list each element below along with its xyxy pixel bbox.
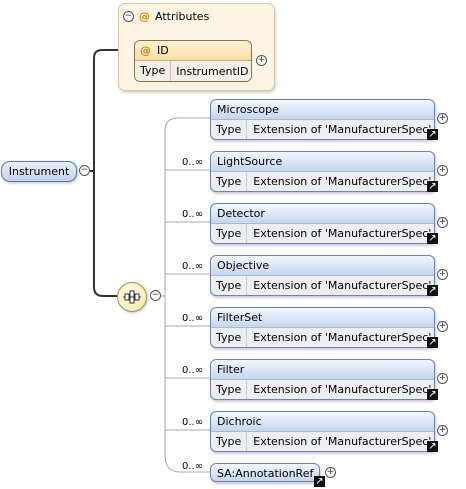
element-type-value: Extension of 'ManufacturerSpec' <box>253 331 432 344</box>
element-name: FilterSet <box>211 308 434 328</box>
plus-circle-icon[interactable]: + <box>437 113 448 124</box>
element-type-key: Type <box>211 172 248 191</box>
element-lightsource[interactable]: LightSource Type Extension of 'Manufactur… <box>210 151 435 192</box>
attributes-header: − @ Attributes <box>123 9 209 23</box>
attribute-name: ID <box>157 44 169 57</box>
plus-circle-icon[interactable]: + <box>437 269 448 280</box>
attributes-label: Attributes <box>155 9 210 23</box>
element-name: Filter <box>211 360 434 380</box>
element-type-value: Extension of 'ManufacturerSpec' <box>253 383 432 396</box>
element-name: Objective <box>211 256 434 276</box>
reference-arrow-icon[interactable]: ↗ <box>427 233 438 244</box>
minus-circle-icon[interactable]: − <box>150 290 161 301</box>
element-type-key: Type <box>211 432 248 451</box>
element-type-value: Extension of 'ManufacturerSpec' <box>253 175 432 188</box>
reference-arrow-icon[interactable]: ↗ <box>427 129 438 140</box>
element-filterset[interactable]: FilterSet Type Extension of 'Manufacturer… <box>210 307 435 348</box>
element-type-value: Extension of 'ManufacturerSpec' <box>253 123 432 136</box>
plus-circle-icon[interactable]: + <box>256 55 267 66</box>
cardinality-label: 0..∞ <box>182 417 204 428</box>
reference-arrow-icon[interactable]: ↗ <box>427 389 438 400</box>
cardinality-label: 0..∞ <box>182 313 204 324</box>
reference-arrow-icon[interactable]: ↗ <box>427 337 438 348</box>
element-type-value: Extension of 'ManufacturerSpec' <box>253 435 432 448</box>
element-name: Dichroic <box>211 412 434 432</box>
minus-circle-icon[interactable]: − <box>123 10 134 22</box>
plus-circle-icon[interactable]: + <box>437 373 448 384</box>
element-type-key: Type <box>211 224 248 243</box>
element-type-value: Extension of 'ManufacturerSpec' <box>253 227 432 240</box>
element-filter[interactable]: Filter Type Extension of 'ManufacturerSpe… <box>210 359 435 400</box>
element-name: Microscope <box>211 100 434 120</box>
element-type-value: Extension of 'ManufacturerSpec' <box>253 279 432 292</box>
element-name: LightSource <box>211 152 434 172</box>
cardinality-label: 0..∞ <box>182 209 204 220</box>
cardinality-label: 0..∞ <box>182 261 204 272</box>
attribute-type-value: InstrumentID <box>176 64 249 78</box>
attributes-group: − @ Attributes @ ID Type InstrumentID + <box>118 3 275 91</box>
reference-arrow-icon[interactable]: ↗ <box>427 285 438 296</box>
attribute-at-icon: @ <box>140 44 151 57</box>
minus-circle-icon[interactable]: − <box>79 165 90 176</box>
plus-circle-icon[interactable]: + <box>437 165 448 176</box>
root-element-instrument[interactable]: Instrument <box>1 161 77 182</box>
element-type-key: Type <box>211 120 248 139</box>
plus-circle-icon[interactable]: + <box>437 321 448 332</box>
sequence-icon <box>123 290 141 304</box>
element-objective[interactable]: Objective Type Extension of 'Manufacturer… <box>210 255 435 296</box>
element-name: Detector <box>211 204 434 224</box>
sequence-compositor[interactable] <box>117 282 147 312</box>
plus-circle-icon[interactable]: + <box>325 467 336 478</box>
element-annotation-ref[interactable]: SA:AnnotationRef <box>210 463 320 482</box>
reference-arrow-icon[interactable]: ↗ <box>427 441 438 452</box>
element-microscope[interactable]: Microscope Type Extension of 'Manufacture… <box>210 99 435 140</box>
element-type-key: Type <box>211 276 248 295</box>
reference-arrow-icon[interactable]: ↗ <box>314 476 325 487</box>
cardinality-label: 0..∞ <box>182 157 204 168</box>
cardinality-label: 0..∞ <box>182 365 204 376</box>
attribute-type-key: Type <box>135 61 172 81</box>
plus-circle-icon[interactable]: + <box>437 425 448 436</box>
element-type-key: Type <box>211 380 248 399</box>
element-type-key: Type <box>211 328 248 347</box>
element-dichroic[interactable]: Dichroic Type Extension of 'ManufacturerS… <box>210 411 435 452</box>
element-detector[interactable]: Detector Type Extension of 'ManufacturerS… <box>210 203 435 244</box>
attribute-id-box[interactable]: @ ID Type InstrumentID <box>134 40 252 82</box>
attribute-at-icon: @ <box>139 9 150 23</box>
cardinality-label: 0..∞ <box>182 461 204 472</box>
reference-arrow-icon[interactable]: ↗ <box>427 181 438 192</box>
plus-circle-icon[interactable]: + <box>437 217 448 228</box>
